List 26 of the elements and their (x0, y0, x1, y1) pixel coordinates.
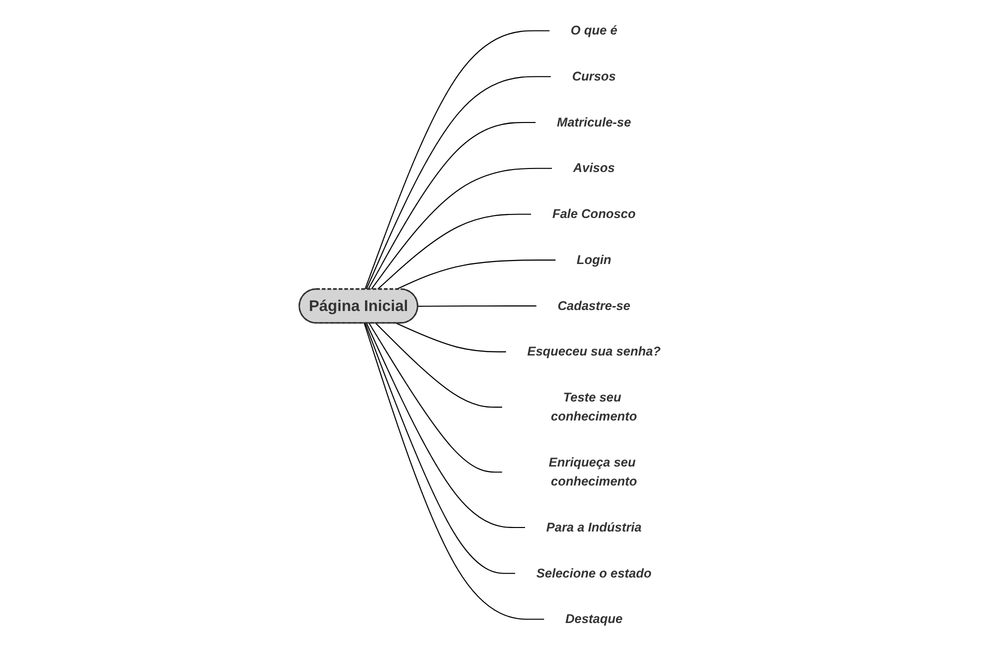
node-text: Login (576, 252, 612, 267)
connector (396, 260, 556, 290)
connector (364, 323, 544, 620)
connector (368, 322, 502, 473)
node-text: Cadastre-se (558, 298, 630, 313)
node-text: Para a Indústria (546, 520, 642, 534)
connector (364, 30, 550, 290)
node-text: Teste seu conhecimento (550, 390, 638, 424)
connector (370, 168, 552, 290)
node-text: Avisos (573, 160, 615, 176)
node-text: Fale Conosco (552, 206, 636, 221)
connector (396, 322, 506, 352)
connector (418, 305, 536, 307)
connector (366, 323, 526, 528)
node-text: Selecione o estado (536, 566, 652, 580)
connector (368, 122, 536, 290)
node-text: Matricule-se (556, 115, 632, 130)
connector (366, 76, 551, 290)
connector (377, 214, 532, 290)
node-text: Enriqueça seu conhecimento (548, 455, 638, 488)
node-text: Esqueceu sua senha? (527, 344, 661, 359)
node-text: Cursos (572, 69, 616, 84)
connector (375, 322, 502, 408)
connector (364, 323, 516, 574)
node-text: O que é (570, 23, 618, 38)
node-text: Destaque (565, 612, 623, 626)
